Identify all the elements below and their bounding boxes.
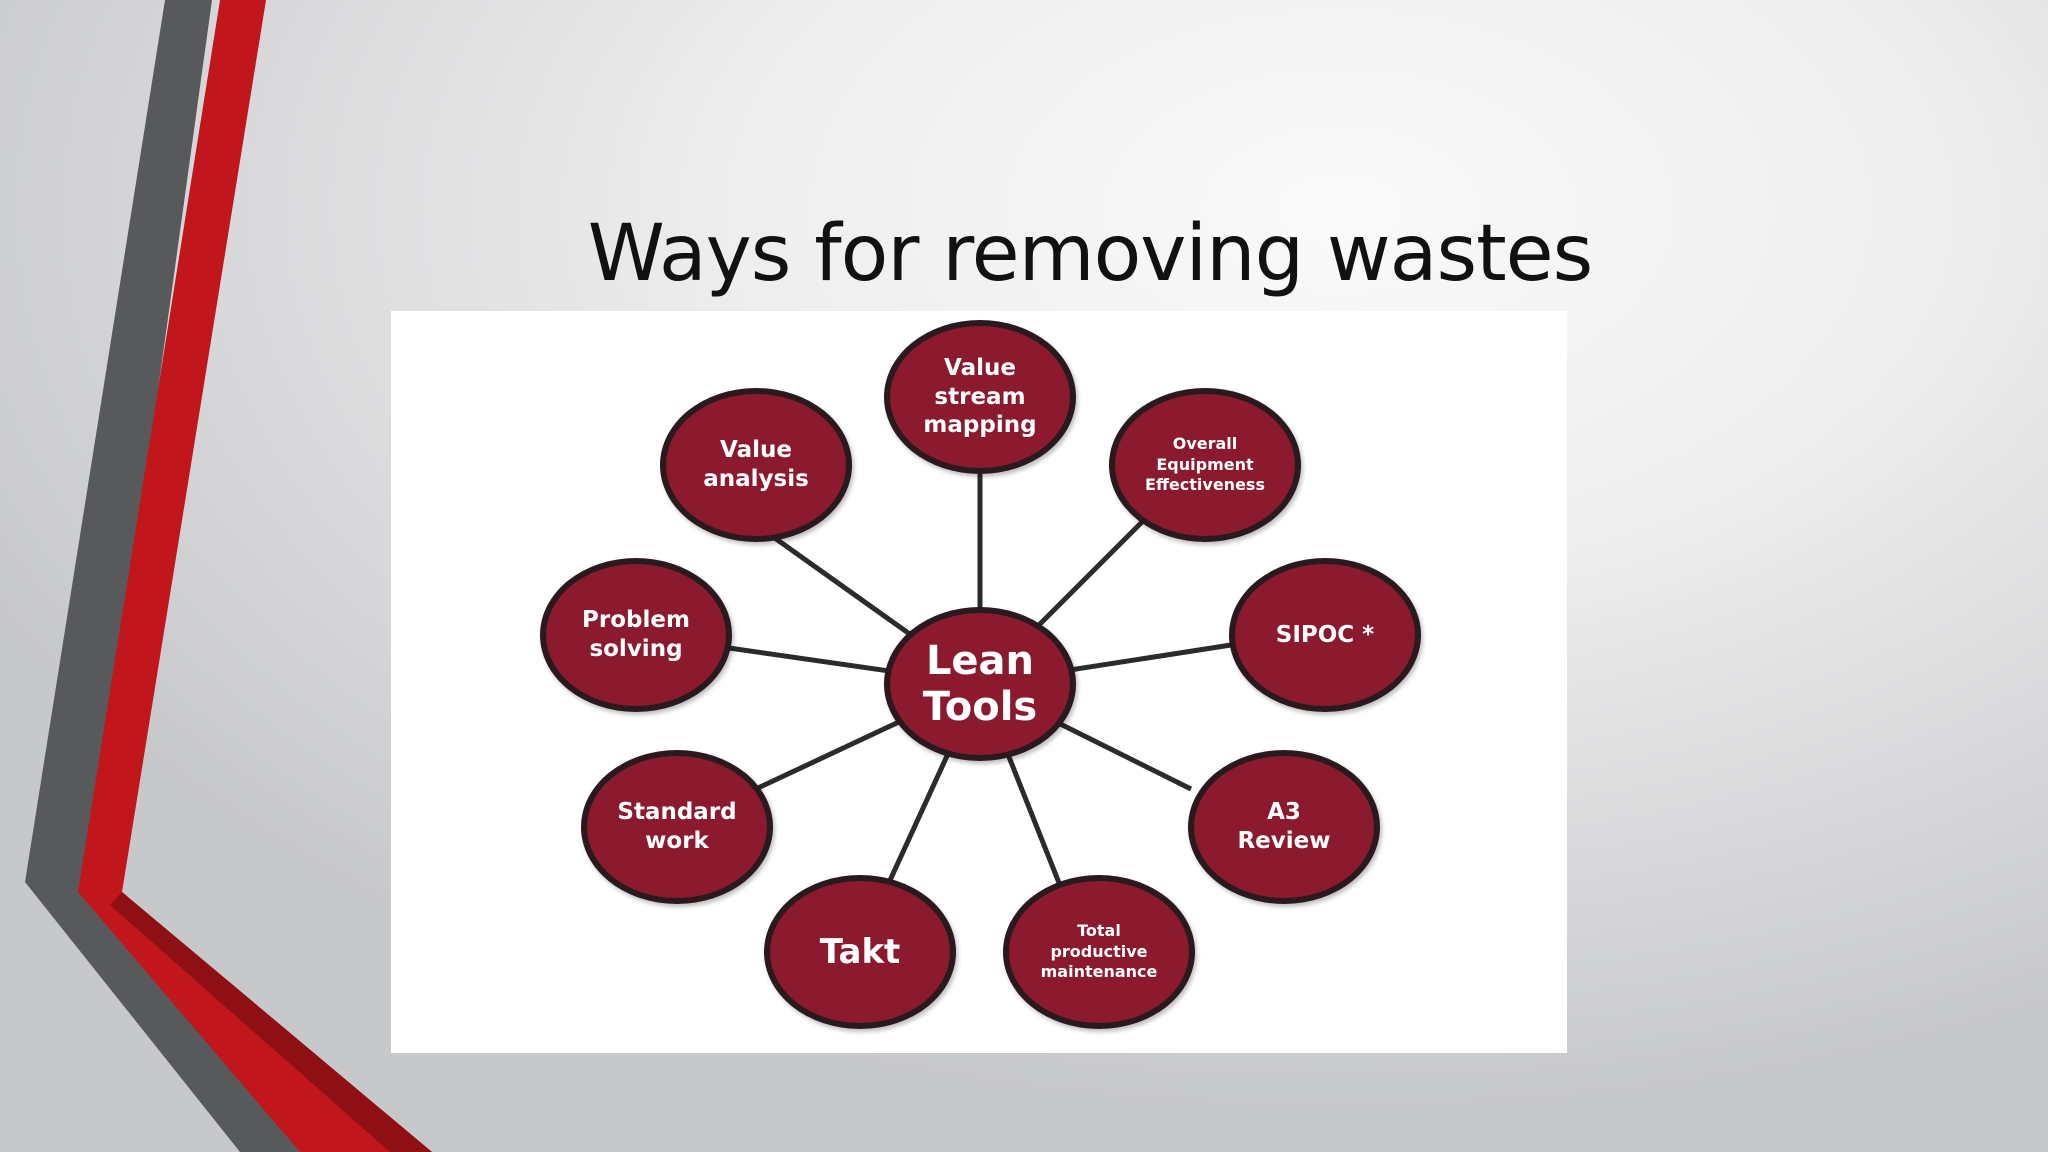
lean-tools-diagram: Value stream mapping Overall Equipment E…: [391, 311, 1567, 1053]
dark-red-accent-shadow: [110, 892, 432, 1152]
red-accent-stripe: [78, 0, 432, 1152]
node-standard-work: Standard work: [581, 750, 773, 904]
node-takt: Takt: [764, 875, 956, 1029]
gray-accent-stripe: [25, 0, 300, 1152]
node-lean-tools-center: Lean Tools: [884, 607, 1076, 761]
node-sipoc: SIPOC *: [1229, 558, 1421, 712]
node-value-analysis: Value analysis: [660, 388, 852, 542]
node-a3-review: A3 Review: [1188, 750, 1380, 904]
slide-title: Ways for removing wastes: [587, 209, 1594, 299]
node-overall-equipment-effectiveness: Overall Equipment Effectiveness: [1109, 388, 1301, 542]
node-problem-solving: Problem solving: [540, 558, 732, 712]
node-value-stream-mapping: Value stream mapping: [884, 320, 1076, 474]
node-total-productive-maintenance: Total productive maintenance: [1003, 875, 1195, 1029]
